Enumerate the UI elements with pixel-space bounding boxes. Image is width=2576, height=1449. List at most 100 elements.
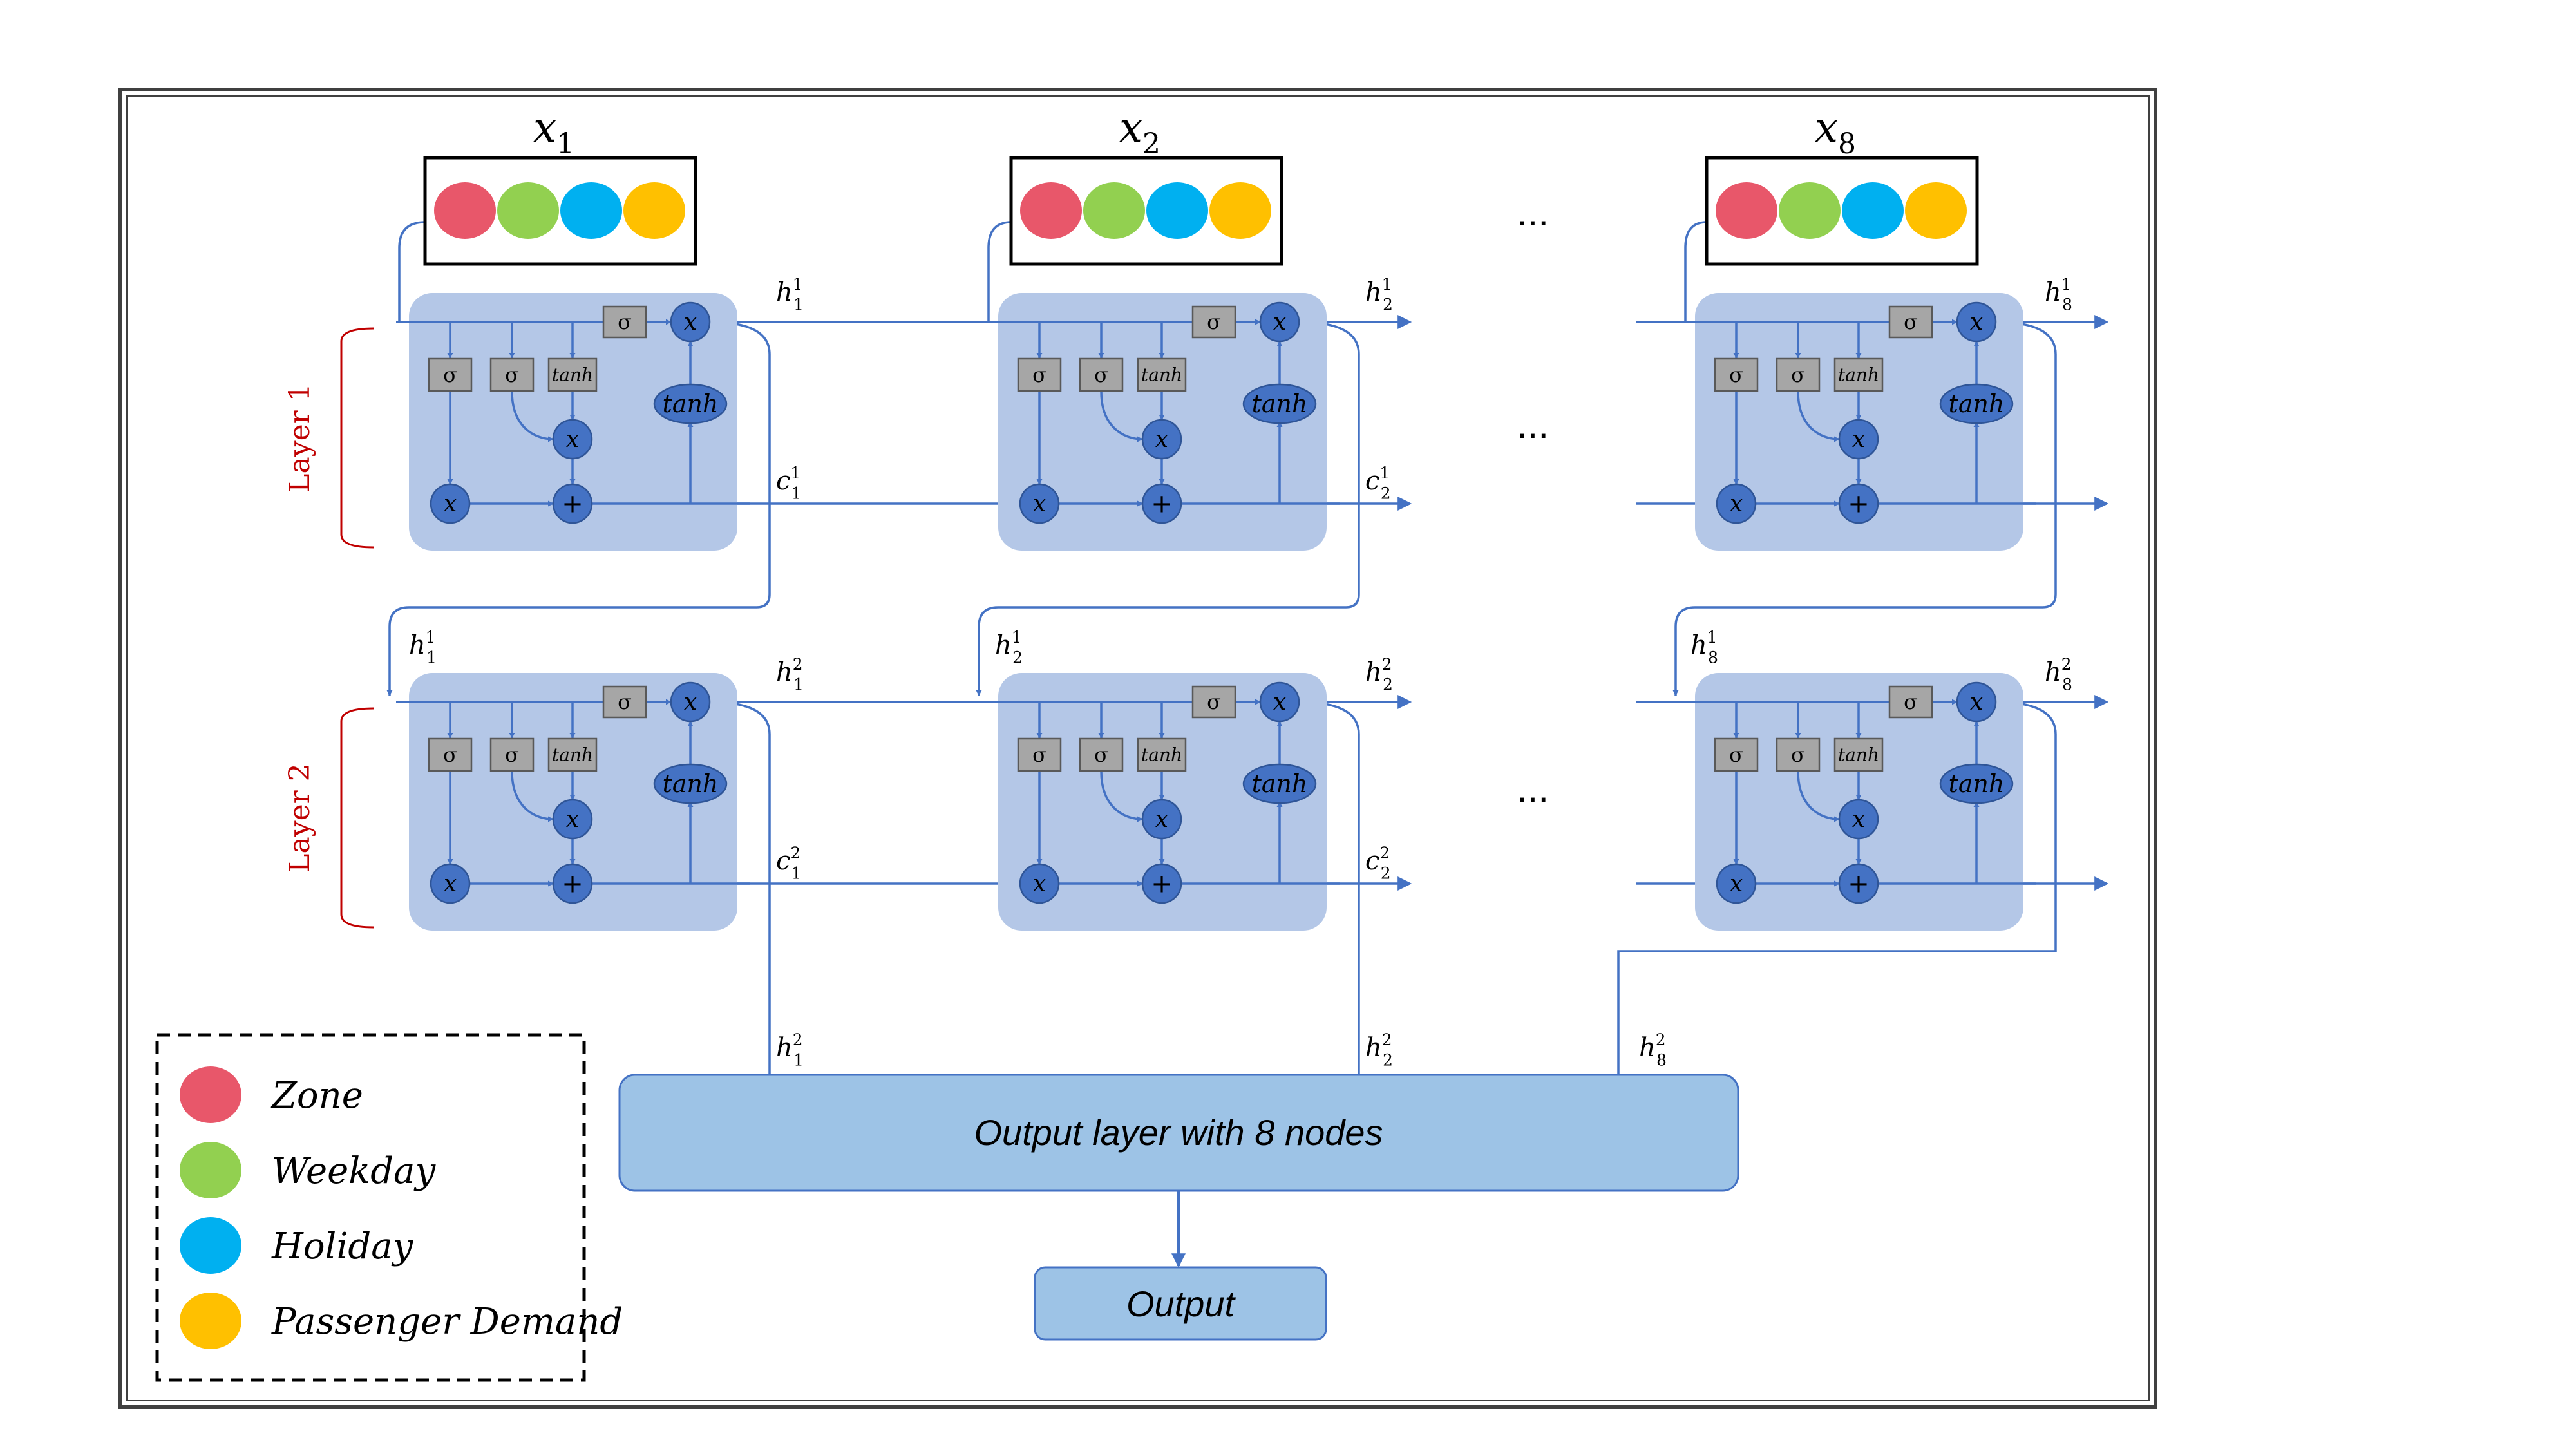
layer-1-label: Layer 1 — [283, 383, 316, 492]
input-multiply-node — [552, 799, 593, 840]
forget-multiply-node — [1019, 863, 1060, 904]
output-gate-symbol: σ — [618, 310, 632, 334]
input-multiply-node — [1141, 799, 1182, 840]
forget-multiply-node-symbol: x — [1033, 491, 1046, 517]
tanh-node-symbol: tanh — [1949, 390, 2005, 418]
holiday-feature-circle — [560, 182, 622, 239]
candidate-gate-symbol: tanh — [552, 365, 593, 386]
forget-multiply-node — [1716, 863, 1757, 904]
output-multiply-node-symbol: x — [1273, 309, 1286, 336]
output-multiply-node — [1259, 301, 1300, 343]
layer-2-bracket — [340, 707, 374, 929]
forget-multiply-node-symbol: x — [444, 491, 457, 517]
green-circle-icon — [180, 1142, 242, 1198]
forget-gate — [428, 737, 473, 772]
ellipsis-dots: ... — [1517, 403, 1549, 446]
legend-box — [155, 1033, 586, 1382]
tanh-node-symbol: tanh — [663, 770, 719, 798]
tanh-node — [1939, 763, 2014, 804]
input-vector-x8: x8 — [1705, 104, 1979, 266]
add-node — [552, 863, 593, 904]
candidate-gate — [1833, 357, 1884, 392]
ellipsis-dots: ... — [1517, 191, 1549, 234]
output-gate — [1888, 685, 1933, 719]
input-multiply-node — [1838, 419, 1879, 460]
input-multiply-node-symbol: x — [566, 806, 579, 833]
holiday-feature-circle — [1842, 182, 1904, 239]
output-gate-symbol: σ — [1904, 690, 1918, 714]
tanh-node — [653, 383, 728, 424]
add-node-symbol: + — [562, 869, 583, 899]
tanh-node-symbol: tanh — [663, 390, 719, 418]
forget-gate — [1017, 737, 1062, 772]
forget-gate — [1017, 357, 1062, 392]
legend-label: Passenger Demand — [271, 1301, 623, 1343]
input-gate — [1079, 357, 1124, 392]
output-gate — [1888, 305, 1933, 339]
blue-circle-icon — [180, 1217, 242, 1274]
forget-gate-symbol: σ — [443, 743, 457, 767]
forget-multiply-node — [1716, 483, 1757, 524]
output-box — [1034, 1266, 1327, 1341]
output-gate — [1191, 685, 1236, 719]
input-gate-symbol: σ — [1791, 743, 1805, 767]
outer-frame — [118, 88, 2157, 1409]
output-gate-symbol: σ — [1904, 310, 1918, 334]
yellow-circle-icon — [180, 1293, 242, 1349]
forget-gate — [428, 357, 473, 392]
input-gate — [1079, 737, 1124, 772]
candidate-gate — [1137, 737, 1187, 772]
input-gate — [1776, 737, 1821, 772]
input-gate-symbol: σ — [1791, 363, 1805, 387]
candidate-gate-symbol: tanh — [1838, 744, 1879, 766]
demand-feature-circle — [1905, 182, 1967, 239]
tanh-node-symbol: tanh — [1252, 390, 1308, 418]
wire-input-to-mult — [511, 391, 554, 442]
candidate-gate — [1833, 737, 1884, 772]
output-label: Output — [1126, 1283, 1236, 1324]
input-gate-symbol: σ — [505, 363, 519, 387]
output-multiply-node-symbol: x — [684, 689, 697, 715]
output-gate — [1191, 305, 1236, 339]
output-layer-label: Output layer with 8 nodes — [974, 1112, 1383, 1153]
input-gate-symbol: σ — [1094, 363, 1108, 387]
output-multiply-node — [1956, 681, 1997, 723]
forget-gate-symbol: σ — [443, 363, 457, 387]
tanh-node — [653, 763, 728, 804]
output-gate — [602, 685, 647, 719]
forget-gate — [1714, 357, 1759, 392]
layer1-to-layer2-link — [976, 321, 1360, 696]
add-node-symbol: + — [1151, 869, 1173, 899]
weekday-feature-circle — [1083, 182, 1145, 239]
wire-input-to-mult — [1797, 771, 1840, 822]
tanh-node — [1939, 383, 2014, 424]
input-multiply-node — [552, 419, 593, 460]
forget-multiply-node-symbol: x — [444, 871, 457, 897]
forget-gate-symbol: σ — [1729, 363, 1743, 387]
output-multiply-node — [1956, 301, 1997, 343]
red-circle-icon — [180, 1066, 242, 1123]
input-label: x2 — [1119, 104, 1160, 160]
candidate-gate — [547, 357, 598, 392]
zone-feature-circle — [1716, 182, 1777, 239]
add-node — [1141, 863, 1182, 904]
tanh-node — [1242, 763, 1317, 804]
input-gate — [489, 737, 535, 772]
forget-gate-symbol: σ — [1729, 743, 1743, 767]
input-connector — [987, 221, 1012, 322]
output-gate — [602, 305, 647, 339]
candidate-gate — [547, 737, 598, 772]
candidate-gate-symbol: tanh — [552, 744, 593, 766]
add-node — [1838, 863, 1879, 904]
forget-multiply-node — [430, 483, 471, 524]
layer-2-label: Layer 2 — [283, 763, 316, 872]
add-node — [552, 483, 593, 524]
input-multiply-node-symbol: x — [1155, 806, 1168, 833]
